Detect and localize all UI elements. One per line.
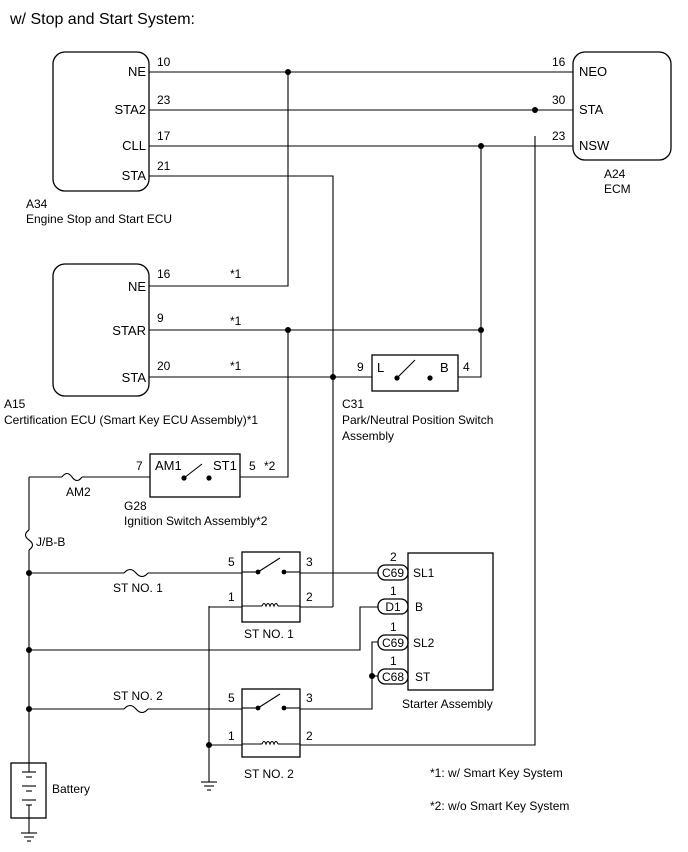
starter-conn-c69b: C69 <box>382 636 404 650</box>
fuse-jbb-label: J/B-B <box>36 535 65 549</box>
starter-num-b: 1 <box>390 584 397 598</box>
fuse-st2 <box>123 704 149 714</box>
fuse-st1-label: ST NO. 1 <box>113 581 163 595</box>
a34-pin-17: 17 <box>157 129 171 143</box>
a24-pin-30: 30 <box>552 93 566 107</box>
relay-st2-pin5: 5 <box>228 691 235 705</box>
a24-pin-nsw-label: NSW <box>579 138 610 153</box>
fuse-am2 <box>61 472 83 482</box>
a24-pin-neo-label: NEO <box>579 64 607 79</box>
a34-pin-10: 10 <box>157 55 171 69</box>
g28-pin-7: 7 <box>136 459 143 473</box>
fuse-am2-label: AM2 <box>66 485 91 499</box>
a24-pin-23: 23 <box>552 129 566 143</box>
starter-term-sl2: SL2 <box>413 636 435 650</box>
relay-st1-coil <box>261 602 279 608</box>
relay-st2-coil <box>261 740 279 746</box>
a15-note-sta: *1 <box>230 359 242 373</box>
c31-pin-9: 9 <box>357 360 364 374</box>
starter-num-sl2: 1 <box>390 620 397 634</box>
a15-pin-9: 9 <box>157 311 164 325</box>
a24-pin-16: 16 <box>552 55 566 69</box>
c31-name-2: Assembly <box>342 429 394 443</box>
fuse-st2-label: ST NO. 2 <box>113 689 163 703</box>
relay-st2-pin2: 2 <box>306 729 313 743</box>
junction-dots <box>26 69 538 748</box>
starter-conn-c68: C68 <box>382 670 404 684</box>
a34-pin-sta-label: STA <box>122 168 147 183</box>
starter-num-st: 1 <box>390 654 397 668</box>
a34-ecu-box <box>52 51 150 192</box>
a15-pin-20: 20 <box>157 359 171 373</box>
a34-pin-23: 23 <box>157 93 171 107</box>
fuse-st1 <box>123 568 149 578</box>
c31-switch-box <box>371 354 459 392</box>
a15-code: A15 <box>4 397 26 411</box>
g28-ignition-box <box>149 453 241 498</box>
starter-num-sl1: 2 <box>390 550 397 564</box>
a34-pin-21: 21 <box>157 159 171 173</box>
a34-pin-ne-label: NE <box>128 64 146 79</box>
relay-st2-box <box>241 688 301 758</box>
relay-st1-pin5: 5 <box>228 555 235 569</box>
starter-conn-c69a: C69 <box>382 566 404 580</box>
g28-pin-5: 5 <box>249 459 256 473</box>
note-no-smart-key: *2: w/o Smart Key System <box>430 799 569 813</box>
ground-symbol-relays <box>201 606 217 791</box>
g28-term-st1: ST1 <box>213 458 237 473</box>
a15-note-star: *1 <box>230 314 242 328</box>
starter-terminals: C69 SL1 2 D1 B 1 C69 SL2 1 C68 ST 1 <box>377 550 435 685</box>
g28-note: *2 <box>264 459 276 473</box>
relay-st1-pin2: 2 <box>306 590 313 604</box>
g28-term-am1: AM1 <box>155 458 182 473</box>
starter-name: Starter Assembly <box>402 697 493 711</box>
relay-st2-label: ST NO. 2 <box>244 767 294 781</box>
relay-st1-label: ST NO. 1 <box>244 627 294 641</box>
a34-pin-cll-label: CLL <box>122 138 146 153</box>
c31-term-b: B <box>440 360 449 375</box>
starter-conn-d1: D1 <box>385 600 401 614</box>
starter-term-b: B <box>415 600 423 614</box>
a15-note-ne: *1 <box>230 267 242 281</box>
a24-name: ECM <box>604 182 631 196</box>
a34-code: A34 <box>26 197 48 211</box>
relay-st1-box <box>241 551 301 623</box>
battery-label: Battery <box>52 782 90 796</box>
ground-symbol-battery <box>21 818 37 842</box>
g28-code: G28 <box>124 499 147 513</box>
c31-name-1: Park/Neutral Position Switch <box>342 413 493 427</box>
g28-name: Ignition Switch Assembly*2 <box>124 514 268 528</box>
a34-pin-sta2-label: STA2 <box>114 102 146 117</box>
c31-pin-4: 4 <box>463 360 470 374</box>
starter-term-st: ST <box>415 670 431 684</box>
c31-code: C31 <box>342 397 364 411</box>
a24-ecm-box <box>572 51 672 161</box>
a15-pin-star-label: STAR <box>112 323 146 338</box>
relay-st1-pin1: 1 <box>228 590 235 604</box>
relay-st1-pin3: 3 <box>306 555 313 569</box>
a15-name: Certification ECU (Smart Key ECU Assembl… <box>4 413 258 427</box>
a15-pin-sta-label: STA <box>122 370 147 385</box>
a15-pin-ne-label: NE <box>128 279 146 294</box>
a15-pin-16: 16 <box>157 267 171 281</box>
relay-st2-pin1: 1 <box>228 729 235 743</box>
diagram-title: w/ Stop and Start System: <box>9 11 195 28</box>
starter-box <box>407 552 494 691</box>
c31-term-l: L <box>377 360 384 375</box>
note-smart-key: *1: w/ Smart Key System <box>430 766 563 780</box>
fuse-jbb <box>24 529 34 551</box>
a34-name: Engine Stop and Start ECU <box>26 212 172 226</box>
a24-code: A24 <box>604 167 626 181</box>
relay-st2-pin3: 3 <box>306 691 313 705</box>
starter-term-sl1: SL1 <box>413 566 435 580</box>
a24-pin-sta-label: STA <box>579 102 604 117</box>
